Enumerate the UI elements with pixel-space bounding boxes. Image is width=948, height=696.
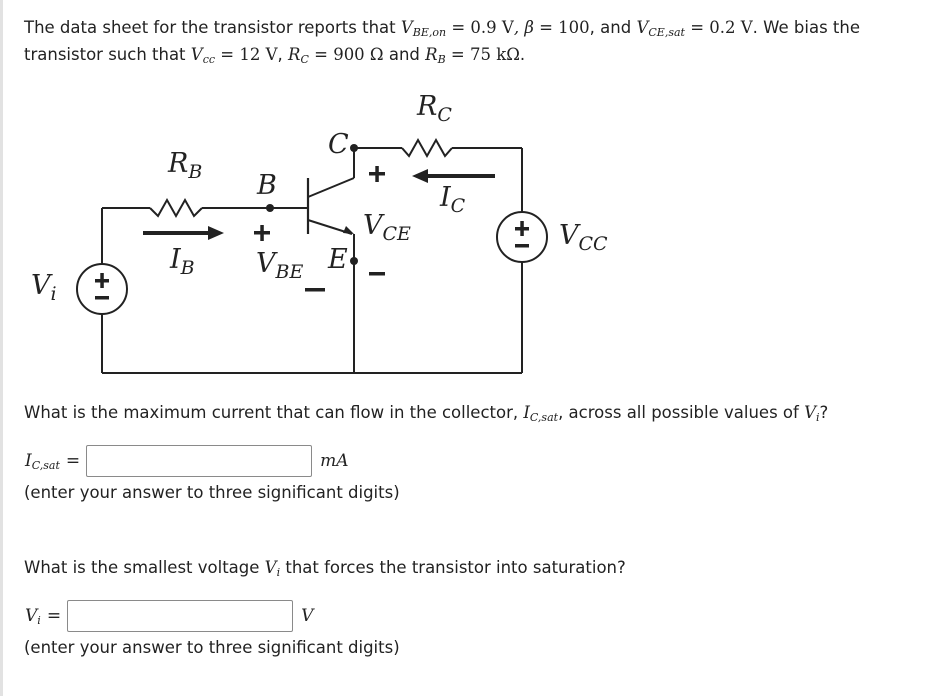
emitter-label: E [327, 244, 348, 275]
question2-hint: (enter your answer to three significant … [24, 638, 400, 657]
rc-label: RC [416, 91, 452, 126]
emitter-node-dot [350, 257, 358, 265]
question2-answer-row: Vi= V [25, 600, 313, 632]
vce-label: VCE [363, 210, 411, 245]
vi-input[interactable] [67, 600, 294, 632]
vi-symbol: Vi [264, 558, 281, 579]
collector-node-dot [350, 144, 358, 152]
ib-arrow-icon [208, 226, 224, 240]
page-left-border [0, 0, 3, 696]
rb-symbol: RB [425, 45, 446, 66]
ib-label: IB [169, 244, 195, 279]
vbe-on-value: = 0.9 V [446, 18, 514, 37]
ic-label: IC [439, 182, 466, 217]
statement-text: . We bias the [752, 18, 860, 37]
beta-value: = 100 [533, 18, 590, 37]
vi-label: Vi [31, 270, 57, 305]
question2-text: What is the smallest voltage Vi that for… [24, 558, 626, 579]
vi-unit: V [301, 606, 314, 626]
statement-text: The data sheet for the transistor report… [24, 18, 401, 37]
vi-source [76, 263, 128, 315]
vbe-on-symbol: VBE,on [400, 18, 447, 39]
transistor-circuit-diagram: RB IB B C E VBE VCE RC IC VCC Vi [31, 91, 608, 374]
ic-sat-input[interactable] [86, 445, 313, 477]
rb-resistor [149, 197, 203, 219]
rb-label: RB [167, 148, 202, 183]
vi-symbol: Vi [804, 403, 820, 424]
base-label: B [256, 170, 277, 201]
vcc-value: = 12 V [215, 45, 278, 64]
vbe-label: VBE [256, 248, 303, 283]
vcc-label: VCC [559, 220, 608, 255]
statement-text: transistor such that [24, 45, 191, 64]
rc-symbol: RC [288, 45, 309, 66]
problem-statement: The data sheet for the transistor report… [24, 18, 860, 66]
ic-sat-answer-label: IC,sat= [25, 451, 81, 472]
collector-label: C [328, 129, 349, 160]
vce-sat-value: = 0.2 V [684, 18, 753, 37]
base-node-dot [266, 204, 274, 212]
vcc-source [496, 211, 548, 263]
statement-text: , and [589, 18, 637, 37]
beta-symbol: , β [513, 18, 534, 37]
rc-resistor [401, 137, 453, 159]
ic-sat-symbol: IC,sat [523, 403, 559, 424]
vcc-symbol: Vcc [190, 45, 216, 66]
rb-value: = 75 kΩ [445, 45, 520, 64]
vce-sat-symbol: VCE,sat [636, 18, 685, 39]
question1-answer-row: IC,sat= mA [25, 445, 349, 477]
ic-sat-unit: mA [320, 451, 349, 471]
vi-answer-label: Vi= [25, 606, 62, 627]
question1-text: What is the maximum current that can flo… [24, 403, 829, 424]
question1-hint: (enter your answer to three significant … [24, 483, 400, 502]
ic-arrow-icon [412, 169, 428, 183]
rc-value: = 900 Ω [308, 45, 384, 64]
